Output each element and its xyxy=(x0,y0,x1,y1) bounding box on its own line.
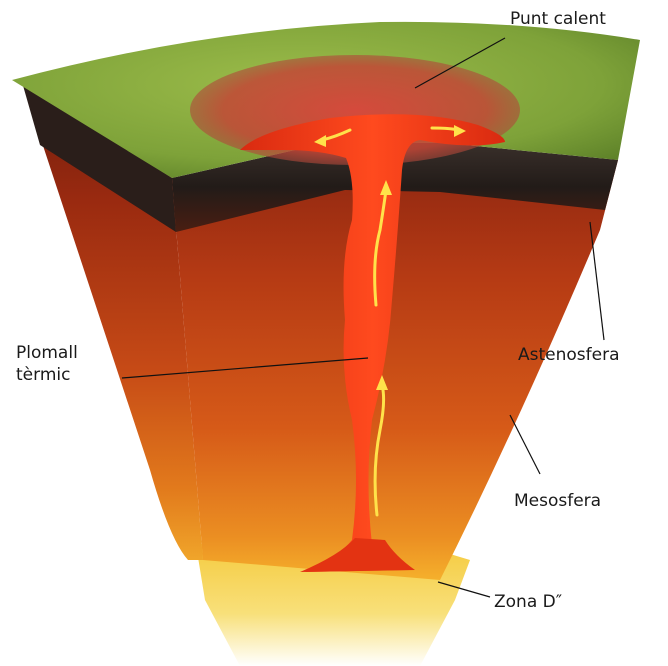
label-mesosfera: Mesosfera xyxy=(514,490,601,512)
label-punt-calent: Punt calent xyxy=(510,8,606,30)
leader-astenosfera xyxy=(590,222,604,340)
leader-mesosfera xyxy=(510,415,540,474)
label-zona-d: Zona D″ xyxy=(494,591,562,613)
label-astenosfera: Astenosfera xyxy=(518,344,620,366)
label-plomall-termic: Plomall tèrmic xyxy=(16,342,78,386)
label-plomall-line1: Plomall xyxy=(16,342,78,364)
label-plomall-line2: tèrmic xyxy=(16,364,78,386)
